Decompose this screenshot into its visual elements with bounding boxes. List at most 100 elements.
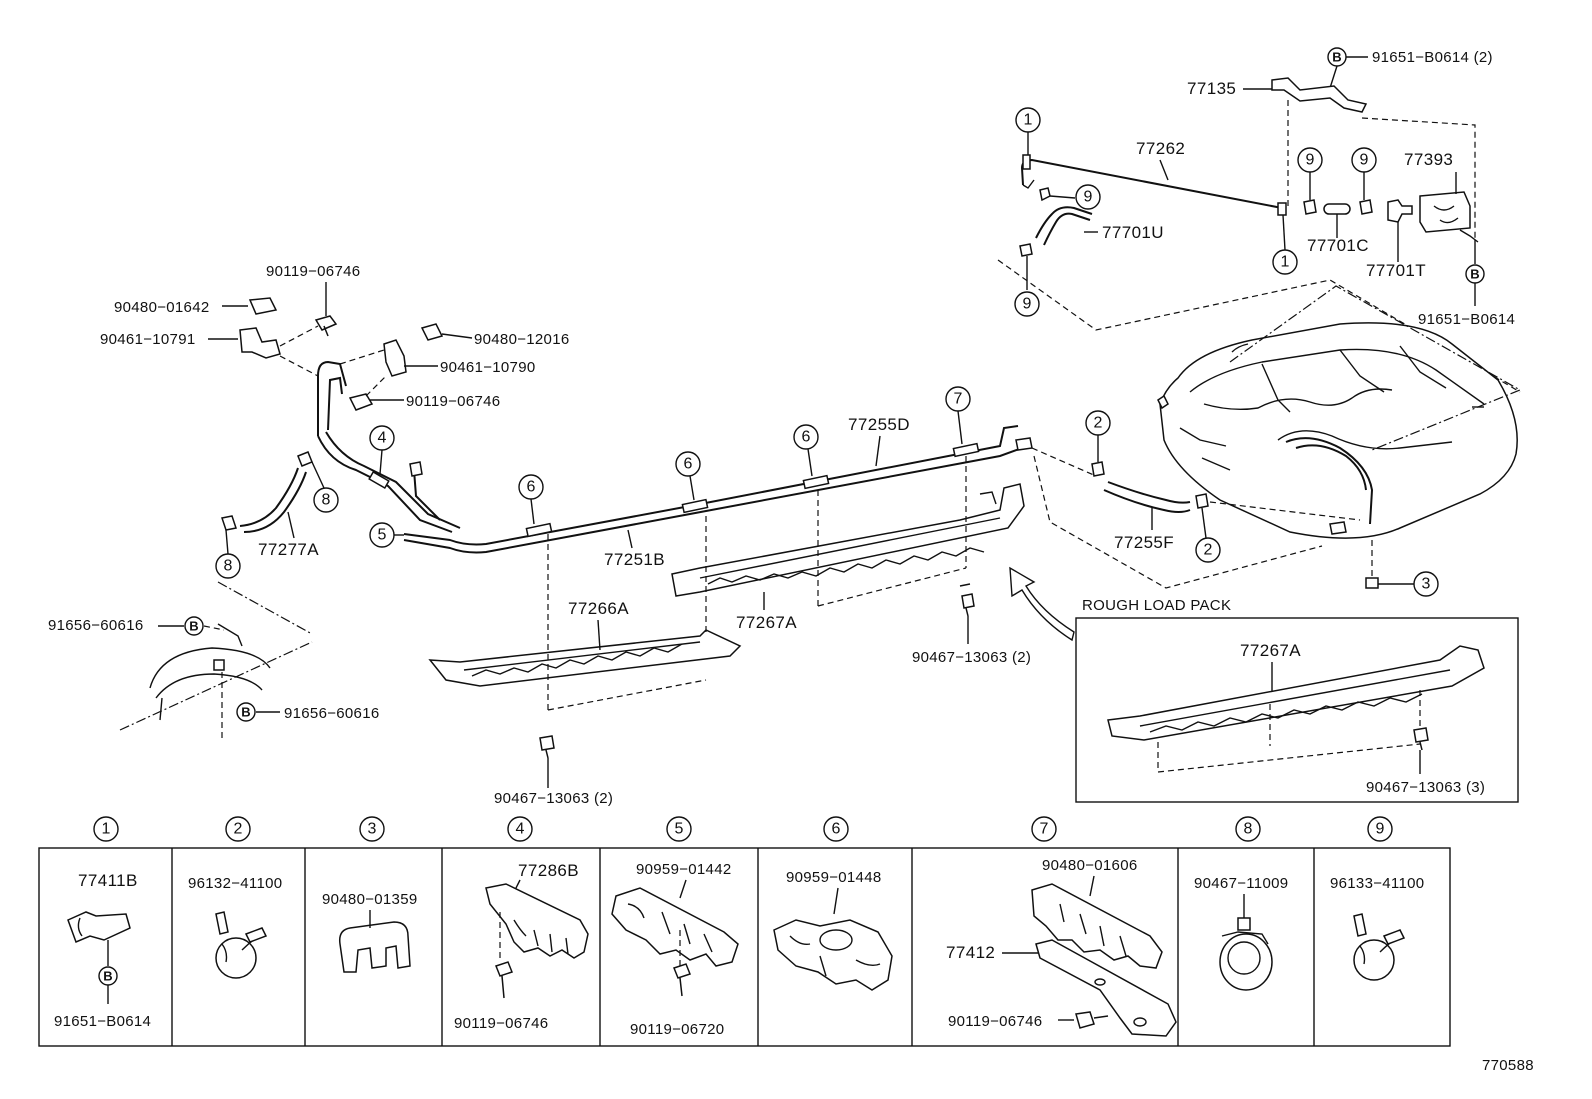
hose-77701u — [1043, 212, 1091, 246]
label-90480-12016: 90480−12016 — [474, 331, 569, 348]
protector-77267a-rough-load-pack — [1107, 645, 1485, 741]
label-rough-load-pack: ROUGH LOAD PACK — [1082, 597, 1231, 614]
legend-header-6: 6 — [832, 821, 841, 838]
callout-5-main: 5 — [378, 527, 387, 544]
legend-part-91651-b0614: 91651−B0614 — [54, 1013, 151, 1030]
label-77255f: 77255F — [1114, 533, 1174, 552]
legend-header-1: 1 — [102, 821, 111, 838]
canister-77393 — [1419, 191, 1471, 233]
hose-77255f — [1107, 481, 1191, 504]
legend-part-90467-11009: 90467−11009 — [1194, 875, 1288, 892]
legend-part-90959-01448: 90959−01448 — [786, 869, 881, 886]
vapor-line-group: B 91651−B0614 (2) 77135 1 77262 9 77701U — [997, 47, 1521, 393]
pad-3 — [1365, 577, 1379, 589]
callout-2-lower: 2 — [1204, 542, 1213, 559]
legend-header-9: 9 — [1376, 821, 1385, 838]
callout-1-bottom: 1 — [1281, 254, 1290, 271]
protector-77266a — [428, 629, 742, 687]
legend-header-8: 8 — [1244, 821, 1253, 838]
label-77393: 77393 — [1404, 150, 1453, 169]
label-91656-60616-right: 91656−60616 — [284, 705, 379, 722]
legend-table: 1 2 3 4 5 6 7 8 9 77411B B 91651−B0614 9… — [38, 816, 1451, 1047]
valve-77701t — [1387, 199, 1413, 223]
label-77255d: 77255D — [848, 415, 910, 434]
main-fuel-lines: 4 5 6 6 6 7 77255D 77251B 8 8 — [215, 386, 1033, 579]
callout-1-top: 1 — [1024, 112, 1033, 129]
upper-left-brackets: 90119−06746 90480−01642 90461−10791 9048… — [100, 263, 569, 436]
hose-77701c — [1323, 203, 1351, 215]
label-91656-60616-left: 91656−60616 — [48, 617, 143, 634]
callout-8-lower: 8 — [224, 558, 233, 575]
label-90119-06746-mid: 90119−06746 — [406, 393, 500, 410]
callout-b-right: B — [1470, 267, 1479, 282]
callout-8-upper: 8 — [322, 492, 331, 509]
arrow-to-rough-load-pack — [1009, 566, 1075, 642]
callout-6-c: 6 — [802, 429, 811, 446]
callout-9-upper-left: 9 — [1084, 189, 1093, 206]
clip-90467-13063-rough-load-pack — [1413, 727, 1429, 751]
legend-header-4: 4 — [516, 821, 525, 838]
label-90119-06746-top: 90119−06746 — [266, 263, 360, 280]
legend-part-90480-01359: 90480−01359 — [322, 891, 417, 908]
legend-part-96133-41100: 96133−41100 — [1330, 875, 1424, 892]
callout-3-main: 3 — [1422, 576, 1431, 593]
callout-b-floor-right: B — [241, 705, 250, 720]
fuel-tank — [1157, 285, 1522, 539]
label-77267a-rough-load-pack: 77267A — [1240, 641, 1301, 660]
clip-90467-13063-lower — [539, 735, 555, 759]
callout-6-b: 6 — [684, 456, 693, 473]
callout-7-main: 7 — [954, 391, 963, 408]
body-floor-sketch: 91656−60616 B B 91656−60616 — [48, 581, 379, 740]
legend-part-90959-01442: 90959−01442 — [636, 861, 731, 878]
legend-header-3: 3 — [368, 821, 377, 838]
hose-77255f-group: 2 77255F 2 — [1031, 410, 1361, 589]
legend-part-90119-06746-cell7: 90119−06746 — [948, 1013, 1042, 1030]
callout-9-mid-b: 9 — [1360, 152, 1369, 169]
clamp-90480-01642 — [248, 297, 278, 315]
callout-4-main: 4 — [378, 430, 387, 447]
protector-77267a — [671, 483, 1025, 597]
callout-6-a: 6 — [527, 479, 536, 496]
legend-part-90119-06720: 90119−06720 — [630, 1021, 724, 1038]
label-90480-01642: 90480−01642 — [114, 299, 209, 316]
legend-header-5: 5 — [675, 821, 684, 838]
legend-callout-b: B — [103, 969, 112, 984]
legend-part-90119-06746-cell4: 90119−06746 — [454, 1015, 548, 1032]
cushion-90480-12016 — [420, 323, 444, 341]
label-77267a: 77267A — [736, 613, 797, 632]
bracket-90461-10791 — [239, 327, 281, 359]
legend-part-77286b: 77286B — [518, 861, 579, 880]
legend-part-77412: 77412 — [946, 943, 995, 962]
legend-header-2: 2 — [234, 821, 243, 838]
label-77262: 77262 — [1136, 139, 1185, 158]
label-77701c: 77701C — [1307, 236, 1369, 255]
callout-9-mid-a: 9 — [1306, 152, 1315, 169]
pipe-77251b — [403, 425, 1019, 546]
legend-part-90480-01606: 90480−01606 — [1042, 857, 1137, 874]
label-77135: 77135 — [1187, 79, 1236, 98]
callout-b-top-text: B — [1332, 50, 1341, 65]
rough-load-pack-box: ROUGH LOAD PACK 77267A 90467−13063 (3) — [1075, 597, 1519, 803]
label-90467-13063-2-center: 90467−13063 (2) — [912, 649, 1031, 666]
bolt-90119-06746-top — [314, 315, 338, 337]
hose-77277a — [239, 467, 299, 527]
legend-part-96132-41100: 96132−41100 — [188, 875, 282, 892]
label-77701u: 77701U — [1102, 223, 1164, 242]
callout-b-floor-left: B — [189, 619, 198, 634]
bolt-90119-06746-mid — [348, 393, 378, 411]
label-90461-10790: 90461−10790 — [440, 359, 535, 376]
label-77277a: 77277A — [258, 540, 319, 559]
legend-header-7: 7 — [1040, 821, 1049, 838]
bracket-90461-10790 — [383, 339, 407, 377]
label-91651-b0614-2: 91651−B0614 (2) — [1372, 49, 1493, 66]
label-91651-b0614: 91651−B0614 — [1418, 311, 1515, 328]
bracket-77135 — [1271, 77, 1368, 113]
protectors: 77267A 77266A 90467−13063 (2) 90467−1306… — [428, 456, 1031, 807]
label-90467-13063-3: 90467−13063 (3) — [1366, 779, 1485, 796]
legend-part-77411b: 77411B — [78, 871, 138, 890]
callout-2-upper: 2 — [1094, 415, 1103, 432]
label-77701t: 77701T — [1366, 261, 1426, 280]
label-90461-10791: 90461−10791 — [100, 331, 195, 348]
figure-id: 770588 — [1482, 1057, 1534, 1074]
